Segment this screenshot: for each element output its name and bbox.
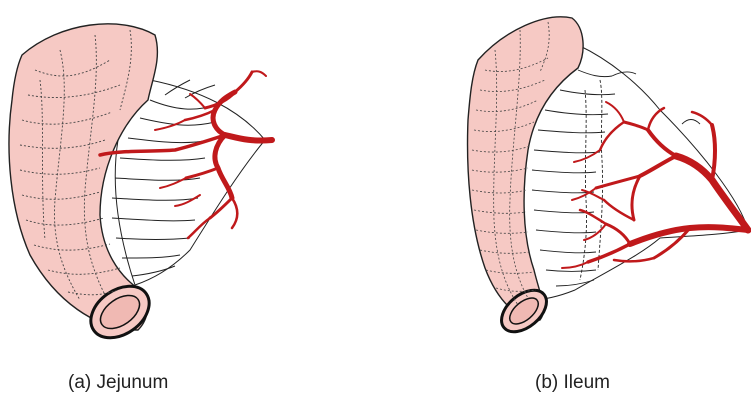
ileum-caption: (b) Ileum bbox=[535, 372, 610, 394]
ileum-figure bbox=[468, 17, 748, 340]
jejunum-figure bbox=[9, 24, 272, 349]
jejunum-caption: (a) Jejunum bbox=[68, 372, 168, 394]
